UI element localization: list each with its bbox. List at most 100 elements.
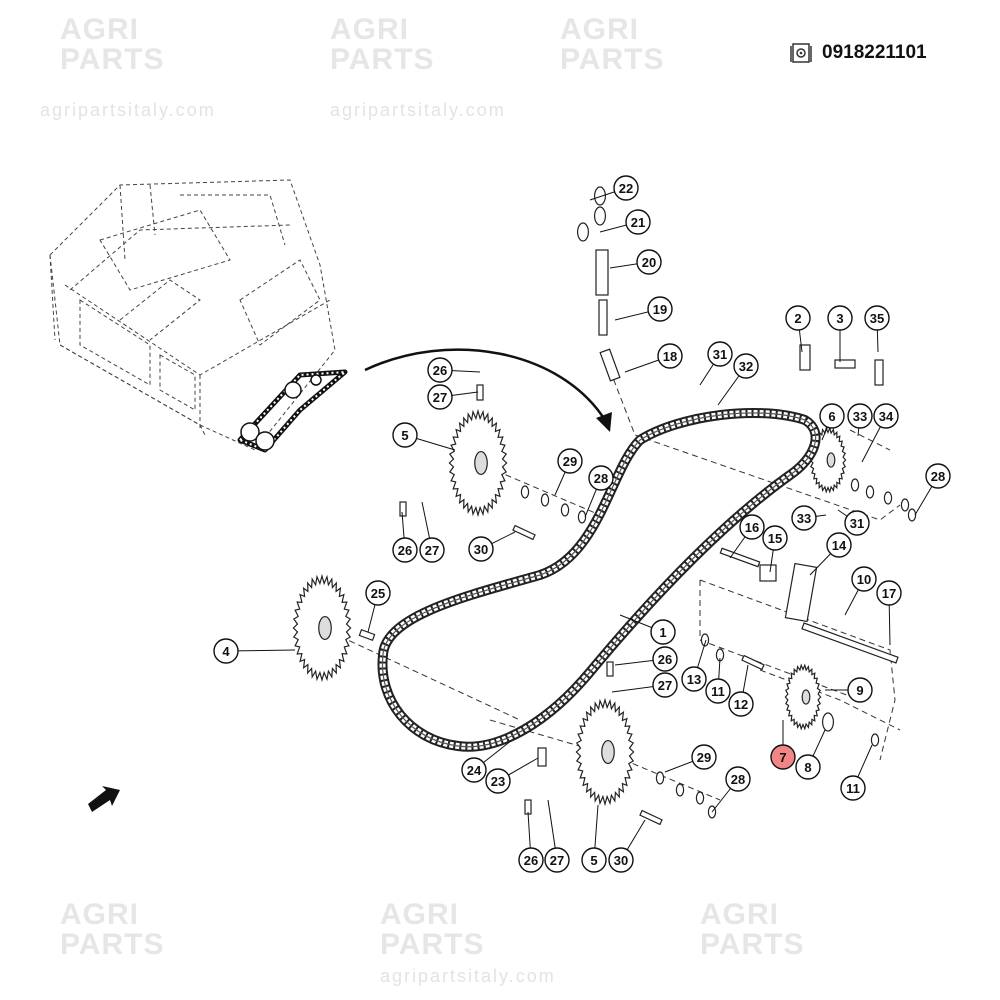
washer (870, 733, 880, 747)
callout-28[interactable]: 28 (925, 463, 951, 489)
bearing (821, 712, 834, 732)
pin (639, 809, 663, 826)
callout-label: 22 (619, 181, 633, 196)
washer (577, 510, 587, 524)
callout-26[interactable]: 26 (427, 357, 453, 383)
detail-arrow (364, 348, 612, 432)
callout-16[interactable]: 16 (739, 514, 765, 540)
callout-2[interactable]: 2 (785, 305, 811, 331)
callout-33[interactable]: 33 (791, 505, 817, 531)
drive-belt-detail (237, 369, 348, 453)
tensioner-bracket (599, 348, 621, 382)
callout-26[interactable]: 26 (518, 847, 544, 873)
callout-18[interactable]: 18 (657, 343, 683, 369)
callout-5[interactable]: 5 (581, 847, 607, 873)
sprocket-lower (575, 697, 635, 807)
callout-29[interactable]: 29 (557, 448, 583, 474)
bearing (593, 186, 606, 206)
callout-3[interactable]: 3 (827, 305, 853, 331)
callout-label: 33 (853, 409, 867, 424)
callout-9[interactable]: 9 (847, 677, 873, 703)
callout-label: 9 (856, 683, 863, 698)
watermark-line1: AGRI (700, 898, 779, 931)
callout-10[interactable]: 10 (851, 566, 877, 592)
callout-28[interactable]: 28 (588, 465, 614, 491)
callout-33[interactable]: 33 (847, 403, 873, 429)
callout-label: 31 (850, 516, 864, 531)
callout-label: 27 (425, 543, 439, 558)
callout-4[interactable]: 4 (213, 638, 239, 664)
callout-15[interactable]: 15 (762, 525, 788, 551)
spring (595, 249, 609, 296)
direction-arrow-icon (88, 786, 120, 812)
callout-31[interactable]: 31 (844, 510, 870, 536)
part-number: 0918221101 (822, 42, 927, 63)
callout-label: 27 (550, 853, 564, 868)
bolt (606, 661, 614, 677)
bolt (524, 799, 532, 815)
callout-19[interactable]: 19 (647, 296, 673, 322)
bearing (593, 206, 606, 226)
watermark-line2: PARTS (700, 928, 805, 961)
callout-5[interactable]: 5 (392, 422, 418, 448)
callout-label: 35 (870, 311, 884, 326)
callout-23[interactable]: 23 (485, 768, 511, 794)
callout-17[interactable]: 17 (876, 580, 902, 606)
callout-label: 5 (401, 428, 408, 443)
chain-link (874, 359, 884, 386)
callout-22[interactable]: 22 (613, 175, 639, 201)
callout-30[interactable]: 30 (468, 536, 494, 562)
callout-7[interactable]: 7 (770, 744, 796, 770)
callout-28[interactable]: 28 (725, 766, 751, 792)
watermark-line1: AGRI (330, 13, 409, 46)
callout-label: 5 (590, 853, 597, 868)
callout-34[interactable]: 34 (873, 403, 899, 429)
callout-29[interactable]: 29 (691, 744, 717, 770)
callout-21[interactable]: 21 (625, 209, 651, 235)
bearing (576, 222, 589, 242)
callout-24[interactable]: 24 (461, 757, 487, 783)
callout-27[interactable]: 27 (427, 384, 453, 410)
callout-1[interactable]: 1 (650, 619, 676, 645)
callout-6[interactable]: 6 (819, 403, 845, 429)
callout-13[interactable]: 13 (681, 666, 707, 692)
callout-31[interactable]: 31 (707, 341, 733, 367)
callout-35[interactable]: 35 (864, 305, 890, 331)
callout-27[interactable]: 27 (544, 847, 570, 873)
callout-label: 26 (398, 543, 412, 558)
callout-label: 32 (739, 359, 753, 374)
pin (358, 629, 376, 641)
callout-32[interactable]: 32 (733, 353, 759, 379)
callout-26[interactable]: 26 (652, 646, 678, 672)
callout-27[interactable]: 27 (419, 537, 445, 563)
callout-12[interactable]: 12 (728, 691, 754, 717)
callout-11[interactable]: 11 (705, 678, 731, 704)
callout-label: 12 (734, 697, 748, 712)
washer (700, 633, 710, 647)
callout-label: 14 (832, 538, 847, 553)
callout-30[interactable]: 30 (608, 847, 634, 873)
callout-11[interactable]: 11 (840, 775, 866, 801)
part-header: 0918221101 (790, 42, 927, 64)
callout-label: 19 (653, 302, 667, 317)
callout-label: 28 (931, 469, 945, 484)
bracket (784, 562, 818, 623)
callout-label: 18 (663, 349, 677, 364)
bolt (399, 501, 407, 517)
callout-label: 29 (563, 454, 577, 469)
bolt (719, 547, 761, 568)
callout-25[interactable]: 25 (365, 580, 391, 606)
callout-26[interactable]: 26 (392, 537, 418, 563)
callout-label: 20 (642, 255, 656, 270)
pin (741, 654, 765, 671)
callout-label: 27 (433, 390, 447, 405)
callout-label: 33 (797, 511, 811, 526)
callout-label: 8 (804, 760, 811, 775)
callout-20[interactable]: 20 (636, 249, 662, 275)
callout-8[interactable]: 8 (795, 754, 821, 780)
callout-27[interactable]: 27 (652, 672, 678, 698)
callout-14[interactable]: 14 (826, 532, 852, 558)
